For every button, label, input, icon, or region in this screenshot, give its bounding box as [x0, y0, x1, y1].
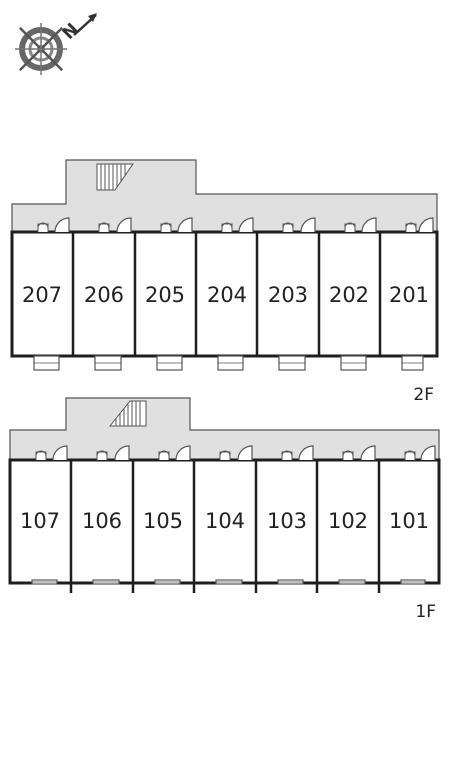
floor-label-2f: 2F [413, 385, 434, 405]
unit-102: 102 [328, 509, 368, 533]
staircase-2f [96, 163, 134, 191]
balcony-icon [92, 579, 120, 585]
units-block-1f [8, 458, 441, 585]
unit-202: 202 [329, 283, 369, 307]
unit-204: 204 [207, 283, 247, 307]
door-icon [37, 217, 70, 233]
door-icon [405, 217, 434, 233]
balcony-icon [277, 579, 304, 585]
compass-north-label: N [59, 20, 83, 44]
balcony-icon [400, 579, 426, 585]
doors-2f [37, 217, 434, 233]
balcony-icon [278, 355, 306, 371]
unit-203: 203 [268, 283, 308, 307]
balcony-icon [338, 579, 366, 585]
unit-207: 207 [22, 283, 62, 307]
balcony-icon [340, 355, 367, 371]
door-icon [342, 445, 376, 461]
balcony-icon [217, 355, 244, 371]
unit-206: 206 [84, 283, 124, 307]
unit-104: 104 [205, 509, 245, 533]
floor-1f: 107 106 105 104 103 102 101 1F [8, 397, 441, 622]
door-icon [219, 445, 253, 461]
door-icon [344, 217, 377, 233]
unit-dividers-1f [69, 460, 381, 593]
door-icon [98, 217, 132, 233]
door-icon [404, 445, 436, 461]
door-icon [158, 445, 191, 461]
balconies-1f [31, 579, 426, 585]
unit-101: 101 [389, 509, 429, 533]
unit-201: 201 [389, 283, 429, 307]
unit-106: 106 [82, 509, 122, 533]
unit-dividers-2f [71, 232, 382, 356]
balconies-2f [33, 355, 424, 371]
unit-103: 103 [267, 509, 307, 533]
north-arrow-icon [73, 13, 97, 36]
balcony-icon [154, 579, 181, 585]
balcony-icon [31, 579, 58, 585]
door-icon [282, 217, 316, 233]
balcony-icon [401, 355, 424, 371]
compass-rose-icon [15, 23, 67, 75]
staircase-1f [108, 400, 147, 427]
doors-1f [35, 445, 436, 461]
balcony-icon [94, 355, 122, 371]
door-icon [221, 217, 254, 233]
door-icon [96, 445, 130, 461]
unit-205: 205 [145, 283, 185, 307]
unit-105: 105 [143, 509, 183, 533]
door-icon [160, 217, 193, 233]
door-icon [281, 445, 314, 461]
door-icon [35, 445, 68, 461]
balcony-icon [33, 355, 60, 371]
unit-107: 107 [20, 509, 60, 533]
balcony-icon [215, 579, 243, 585]
balcony-icon [156, 355, 183, 371]
floor-label-1f: 1F [415, 602, 436, 622]
floor-2f: 207 206 205 204 203 202 201 2F [10, 159, 439, 405]
